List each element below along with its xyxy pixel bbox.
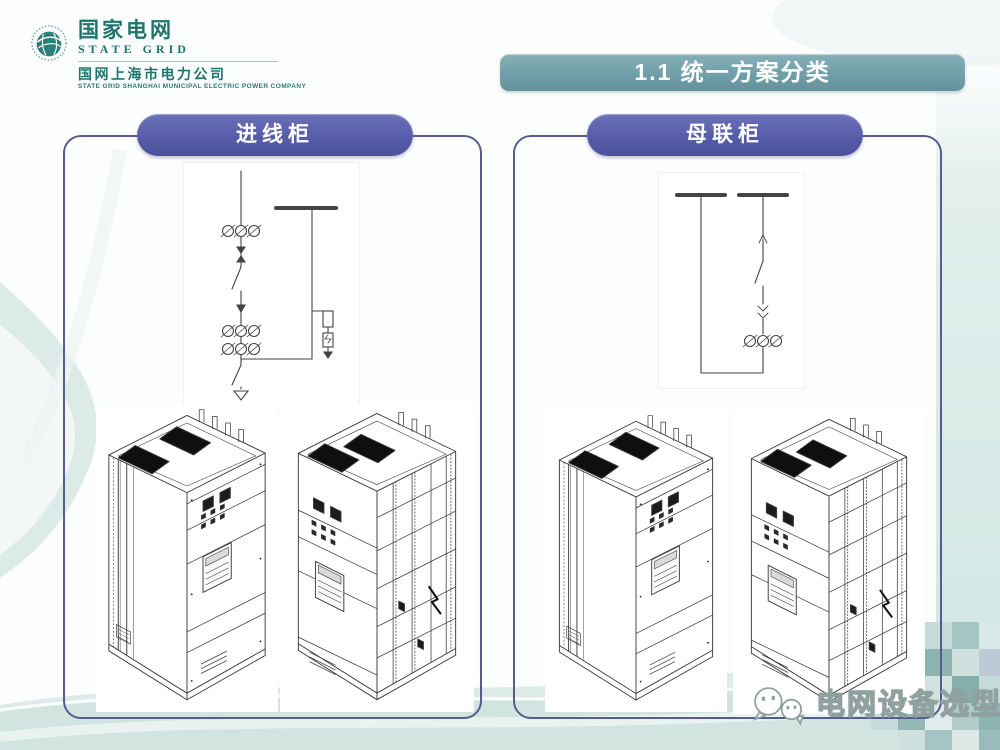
bus-tie-cabinet-frame-drawing bbox=[733, 410, 925, 714]
brand-name-cn: 国家电网 bbox=[78, 19, 174, 42]
incoming-line-single-line-diagram bbox=[183, 162, 360, 409]
bus-tie-single-line-diagram bbox=[658, 172, 805, 389]
panel-bus-tie-cabinet bbox=[513, 135, 942, 719]
panel-title-bus-tie-cabinet: 母联柜 bbox=[587, 114, 863, 156]
watermark: 电网设备选型 bbox=[748, 683, 1000, 727]
brand-name-en: STATE GRID bbox=[78, 42, 190, 56]
logo-divider bbox=[78, 61, 278, 62]
incoming-cabinet-frame-drawing bbox=[280, 404, 474, 712]
watermark-text: 电网设备选型 bbox=[815, 688, 1000, 721]
incoming-cabinet-front-drawing bbox=[96, 406, 278, 712]
panel-incoming-cabinet bbox=[63, 135, 482, 719]
stategrid-globe-icon bbox=[31, 25, 67, 61]
company-name-en: STATE GRID SHANGHAI MUNICIPAL ELECTRIC P… bbox=[78, 83, 307, 90]
bus-tie-cabinet-front-drawing bbox=[545, 412, 727, 712]
company-name-cn: 国网上海市电力公司 bbox=[78, 66, 227, 82]
section-title-banner: 1.1 统一方案分类 bbox=[500, 54, 965, 91]
panel-title-incoming-cabinet: 进线柜 bbox=[137, 114, 413, 156]
wechat-chat-bubbles-icon bbox=[752, 687, 805, 726]
stategrid-logo: 国家电网 STATE GRID 国网上海市电力公司 STATE GRID SHA… bbox=[30, 20, 306, 91]
